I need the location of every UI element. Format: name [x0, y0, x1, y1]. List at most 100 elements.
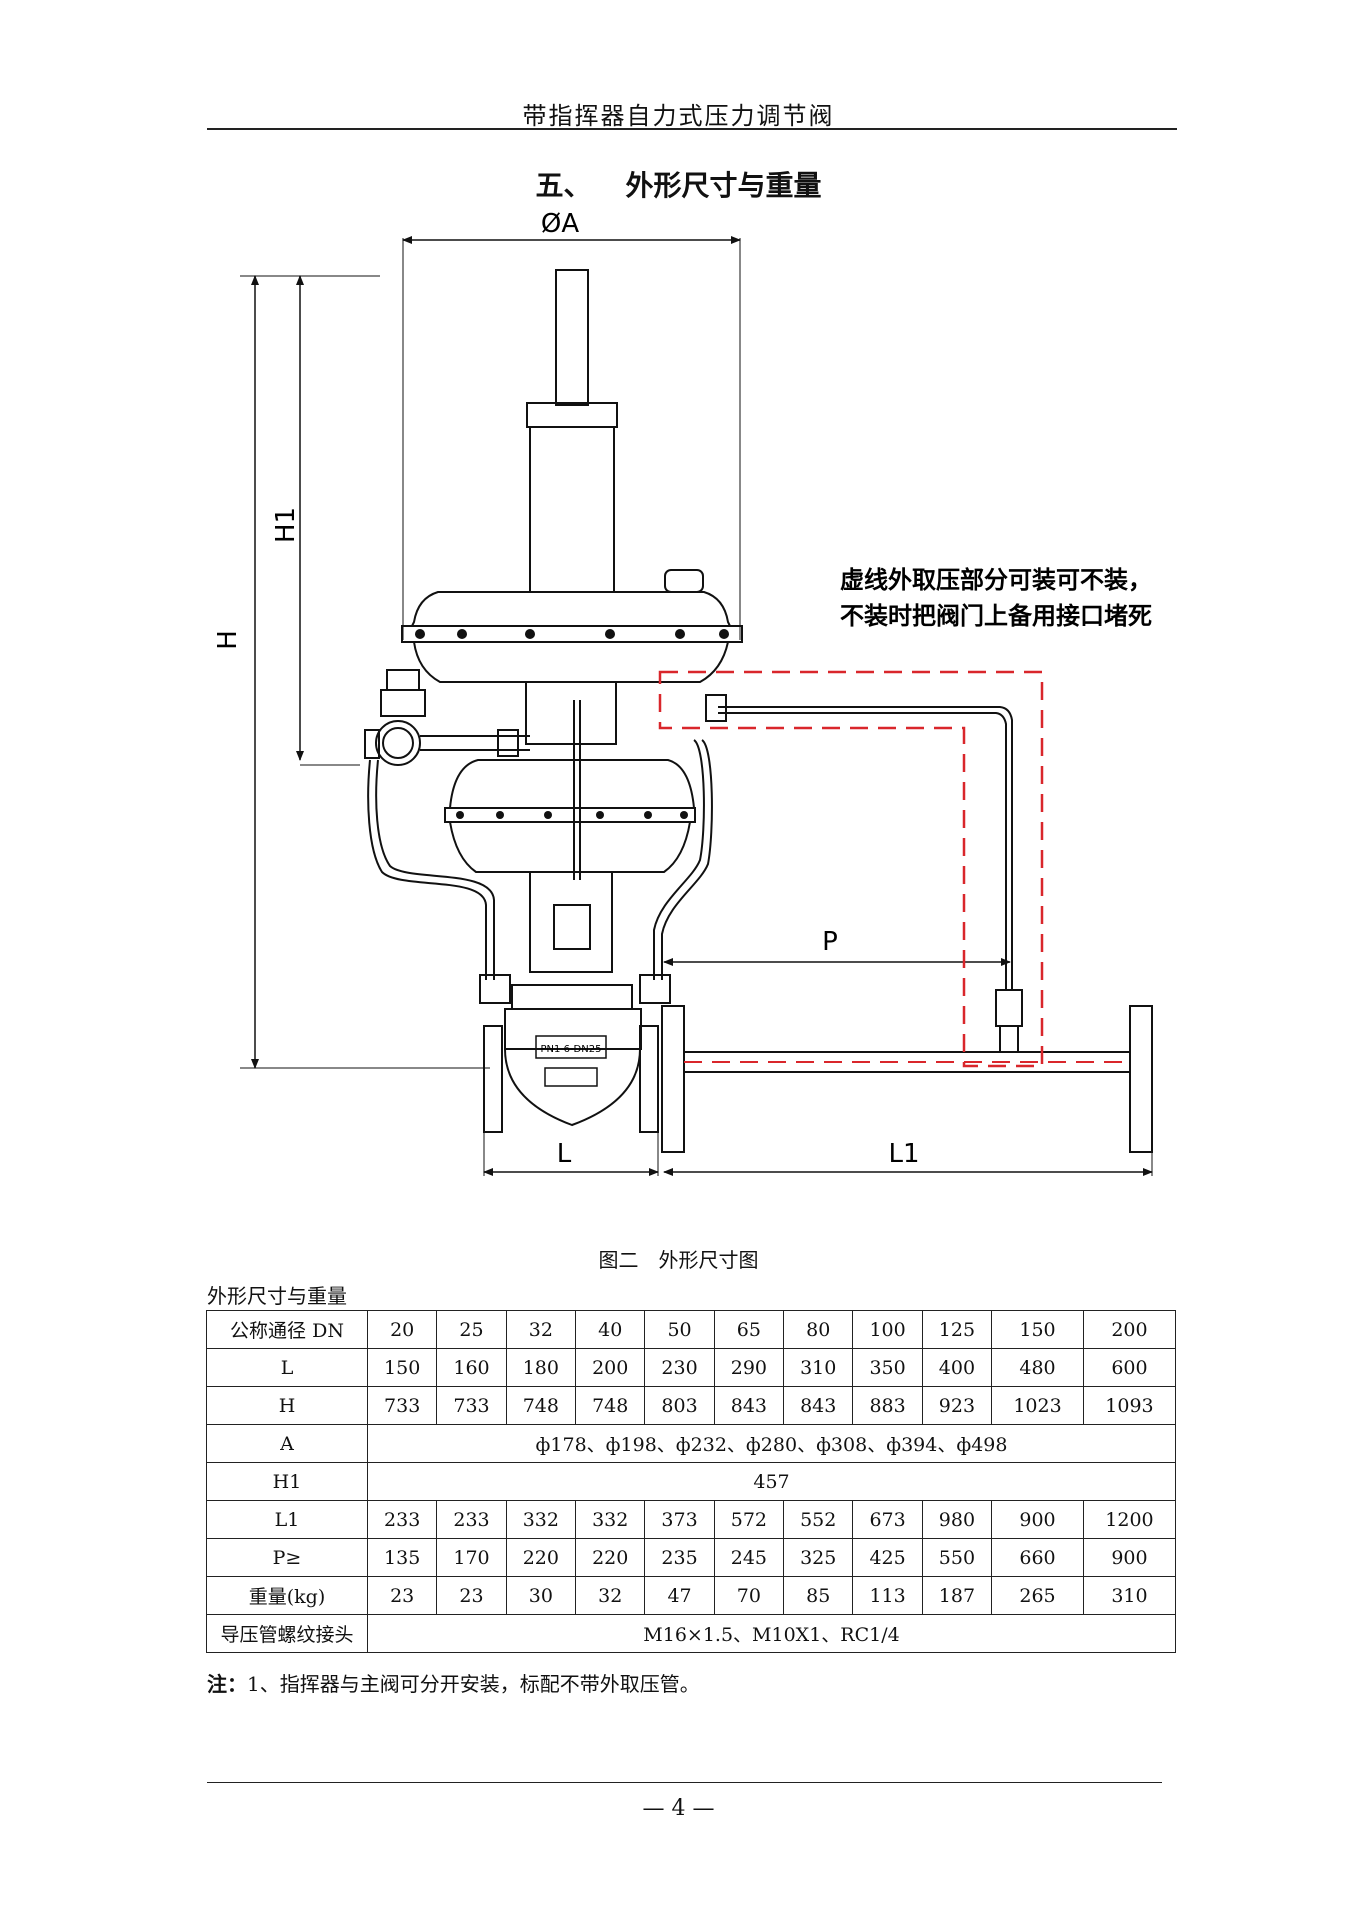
- table-cell: 187: [921, 1576, 993, 1615]
- table-cell: 572: [713, 1500, 785, 1539]
- dim-label-P: P: [822, 927, 838, 957]
- dim-label-H: H: [213, 630, 243, 650]
- table-cell: 803: [644, 1386, 715, 1425]
- section-number: 五、: [535, 169, 592, 202]
- table-cell: 550: [921, 1538, 993, 1577]
- figure-caption: 图二 外形尺寸图: [598, 1248, 759, 1272]
- note: 注：1、指挥器与主阀可分开安装，标配不带外取压管。: [207, 1668, 700, 1697]
- table-cell: 200: [575, 1348, 646, 1387]
- table-cell: 100: [852, 1310, 923, 1349]
- figure-note-line1: 虚线外取压部分可装可不装，: [840, 566, 1152, 594]
- table-cell: 1023: [991, 1386, 1084, 1425]
- table-cell: 235: [644, 1538, 715, 1577]
- table-cell: 733: [366, 1386, 438, 1425]
- section-title: 五、外形尺寸与重量: [0, 164, 1357, 204]
- dim-label-L1: L1: [888, 1139, 919, 1169]
- table-cell: 160: [436, 1348, 507, 1387]
- nameplate-text: PN1 6-DN25: [541, 1044, 602, 1055]
- table-cell: 290: [713, 1348, 785, 1387]
- row-header: H1: [206, 1462, 368, 1501]
- section-title-text: 外形尺寸与重量: [625, 169, 822, 202]
- row-header: 导压管螺纹接头: [206, 1614, 368, 1653]
- table-cell: 113: [852, 1576, 923, 1615]
- table-cell: 47: [644, 1576, 715, 1615]
- table-cell: 245: [713, 1538, 785, 1577]
- table-cell: 200: [1082, 1310, 1177, 1349]
- table-cell: 883: [852, 1386, 923, 1425]
- table-cell: 25: [436, 1310, 507, 1349]
- table-cell: 600: [1082, 1348, 1177, 1387]
- table-cell: 32: [575, 1576, 646, 1615]
- note-label: 注：: [207, 1672, 247, 1696]
- table-cell: 32: [505, 1310, 577, 1349]
- table-cell: 135: [366, 1538, 438, 1577]
- table-cell: 480: [991, 1348, 1084, 1387]
- table-cell: 900: [1082, 1538, 1177, 1577]
- table-cell: 65: [713, 1310, 785, 1349]
- table-cell-span: ф178、ф198、ф232、ф280、ф308、ф394、ф498: [367, 1424, 1176, 1463]
- table-cell: 30: [505, 1576, 577, 1615]
- table-cell: 50: [644, 1310, 715, 1349]
- table-cell: 125: [921, 1310, 993, 1349]
- dim-label-H1: H1: [271, 507, 301, 543]
- table-cell: 843: [713, 1386, 785, 1425]
- table-cell: 150: [366, 1348, 438, 1387]
- table-cell: 23: [436, 1576, 507, 1615]
- table-cell: 923: [921, 1386, 993, 1425]
- row-header: A: [206, 1424, 368, 1463]
- row-header: 公称通径 DN: [206, 1310, 368, 1349]
- figure-note-line2: 不装时把阀门上备用接口堵死: [840, 602, 1152, 630]
- table-cell: 332: [575, 1500, 646, 1539]
- table-cell: 220: [575, 1538, 646, 1577]
- table-cell: 660: [991, 1538, 1084, 1577]
- table-cell: 843: [783, 1386, 854, 1425]
- table-cell: 220: [505, 1538, 577, 1577]
- header-rule: [207, 128, 1177, 130]
- table-cell: 40: [575, 1310, 646, 1349]
- row-header: H: [206, 1386, 368, 1425]
- dim-label-A: ØA: [541, 209, 579, 239]
- valve-dimension-drawing: ØA H H1 P L L1 PN1 6-DN25 虚线外取压部分可装可不装， …: [213, 209, 1153, 1176]
- table-cell: 350: [852, 1348, 923, 1387]
- page-number: — 4 —: [642, 1796, 715, 1821]
- table-cell: 980: [921, 1500, 993, 1539]
- table-cell-span: 457: [367, 1462, 1176, 1501]
- note-text: 1、指挥器与主阀可分开安装，标配不带外取压管。: [247, 1672, 700, 1696]
- table-cell: 325: [783, 1538, 854, 1577]
- row-header: L: [206, 1348, 368, 1387]
- header-title: 带指挥器自力式压力调节阀: [522, 102, 835, 130]
- table-cell: 180: [505, 1348, 577, 1387]
- table-cell: 170: [436, 1538, 507, 1577]
- table-cell: 70: [713, 1576, 785, 1615]
- table-cell: 150: [991, 1310, 1084, 1349]
- table-cell: 85: [783, 1576, 854, 1615]
- table-cell: 748: [575, 1386, 646, 1425]
- table-cell: 310: [1082, 1576, 1177, 1615]
- table-cell: 265: [991, 1576, 1084, 1615]
- table-cell: 80: [783, 1310, 854, 1349]
- table-cell: 230: [644, 1348, 715, 1387]
- table-cell: 233: [366, 1500, 438, 1539]
- table-cell: 373: [644, 1500, 715, 1539]
- external-pressure-dashed-outline: [658, 670, 1130, 1068]
- table-cell: 310: [783, 1348, 854, 1387]
- row-header: P≥: [206, 1538, 368, 1577]
- table-cell: 400: [921, 1348, 993, 1387]
- table-cell: 733: [436, 1386, 507, 1425]
- row-header: L1: [206, 1500, 368, 1539]
- table-cell: 1200: [1082, 1500, 1177, 1539]
- dim-label-L: L: [557, 1139, 572, 1169]
- table-cell: 1093: [1082, 1386, 1177, 1425]
- table-cell: 23: [366, 1576, 438, 1615]
- table-cell: 332: [505, 1500, 577, 1539]
- table-cell: 673: [852, 1500, 923, 1539]
- table-cell: 233: [436, 1500, 507, 1539]
